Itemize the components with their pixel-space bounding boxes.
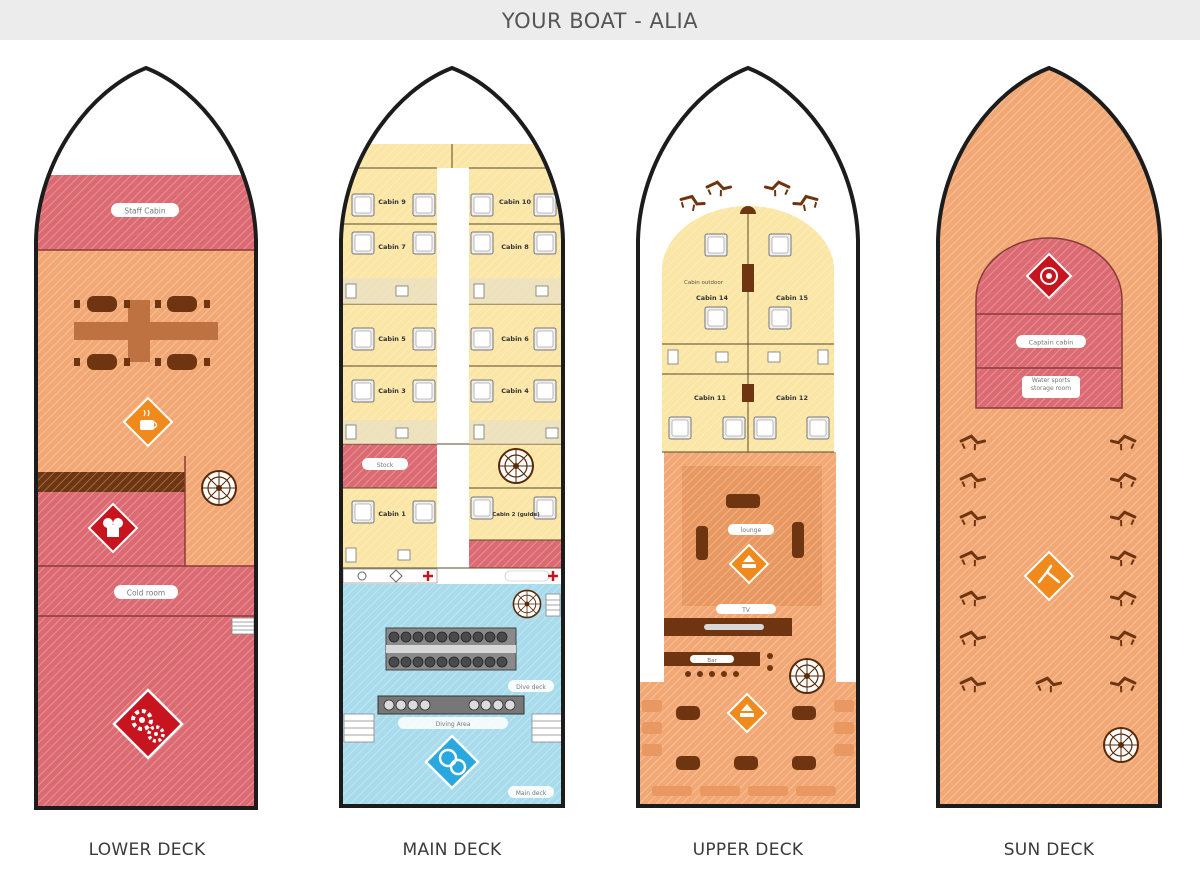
cabin-11-label: Cabin 11 — [694, 394, 726, 402]
water-sports-tag — [1022, 376, 1080, 398]
main-deck-area-label: Main deck — [516, 790, 547, 797]
captain-cabin-label: Captain cabin — [1029, 339, 1074, 347]
dive-helm-icon — [512, 589, 542, 619]
tv-label: TV — [741, 607, 751, 614]
engine-icon — [112, 688, 184, 760]
diving-icon — [424, 734, 480, 790]
main-deck: Cabin 9 Cabin 10 Cabin 7 Cabin 8 Cabin 5… — [339, 65, 565, 808]
cabin-6-label: Cabin 6 — [501, 335, 529, 343]
wheelhouse-helm-icon — [789, 658, 825, 694]
dive-deck-tag — [508, 680, 554, 692]
sunbed-icon — [1023, 550, 1075, 602]
chef-icon — [88, 503, 138, 553]
stock-tag — [362, 458, 408, 470]
cabin-3-label: Cabin 3 — [378, 387, 405, 395]
sun-deck: Captain cabin Water sports storage room — [936, 65, 1162, 808]
main-deck-label: MAIN DECK — [402, 840, 502, 860]
lower-deck-label: LOWER DECK — [88, 840, 206, 860]
dive-bench — [377, 695, 525, 729]
lounge-label: lounge — [741, 527, 762, 534]
cabin-7-label: Cabin 7 — [378, 243, 405, 251]
sun-helm-icon — [1103, 727, 1139, 763]
utility-strip — [342, 568, 558, 584]
stairs — [231, 617, 255, 635]
bar-label: Bar — [707, 658, 717, 664]
page-title: YOUR BOAT - ALIA — [501, 9, 699, 33]
dive-ladders — [343, 713, 563, 743]
bar-stools — [685, 653, 773, 677]
main-deck-tag — [508, 786, 554, 798]
staff-cabin-label: Staff Cabin — [124, 207, 166, 216]
aft-seating — [676, 706, 816, 770]
upper-deck: Cabin outdoor Cabin 14 Cabin 15 Cabin 11… — [636, 65, 860, 808]
stock-label: Stock — [377, 462, 394, 469]
cabin-12-label: Cabin 12 — [776, 394, 808, 402]
lower-hull — [34, 65, 258, 810]
dive-stairs — [545, 593, 561, 617]
helm-icon — [201, 470, 237, 506]
upper-bathrooms — [667, 349, 829, 365]
dining-area — [74, 296, 218, 370]
main-bathrooms — [345, 283, 559, 563]
aft-benches — [642, 700, 854, 796]
cold-room-label: Cold room — [127, 589, 165, 598]
lower-deck: Staff Cabin — [34, 65, 258, 810]
captain-cabin-tag — [1016, 335, 1086, 348]
kitchen-icon — [123, 397, 173, 447]
upper-hull — [636, 65, 860, 808]
cabin-2-label: Cabin 2 (guide) — [492, 512, 540, 518]
cabin-outdoor-label: Cabin outdoor — [684, 280, 724, 286]
cabin-8-label: Cabin 8 — [501, 243, 529, 251]
cabin-10-label: Cabin 10 — [499, 198, 531, 206]
cabin-9-label: Cabin 9 — [378, 198, 406, 206]
cabin-14-label: Cabin 14 — [696, 294, 728, 302]
cold-room-tag — [114, 585, 178, 599]
cabin-1-label: Cabin 1 — [378, 510, 406, 518]
staff-cabin-tag — [111, 203, 179, 217]
tank-rack — [385, 627, 517, 671]
cabin-15-label: Cabin 15 — [776, 294, 808, 302]
main-helm-icon — [498, 448, 534, 484]
sun-hull — [936, 65, 1162, 808]
sun-deck-label: SUN DECK — [1003, 840, 1095, 860]
main-hull — [339, 65, 565, 808]
lounge-table — [726, 494, 760, 508]
captain-icon — [1025, 252, 1073, 300]
cabin-5-label: Cabin 5 — [378, 335, 406, 343]
title-bar — [0, 0, 1200, 40]
dive-deck-label: Dive deck — [516, 684, 546, 691]
water-sports-label: Water sports storage room — [1030, 377, 1072, 392]
upper-deck-label: UPPER DECK — [692, 840, 804, 860]
aft-lounge-icon — [726, 692, 768, 734]
dive-briefing-label: Diving Area — [436, 721, 471, 728]
lounge-icon — [728, 543, 770, 585]
cabin-4-label: Cabin 4 — [501, 387, 529, 395]
